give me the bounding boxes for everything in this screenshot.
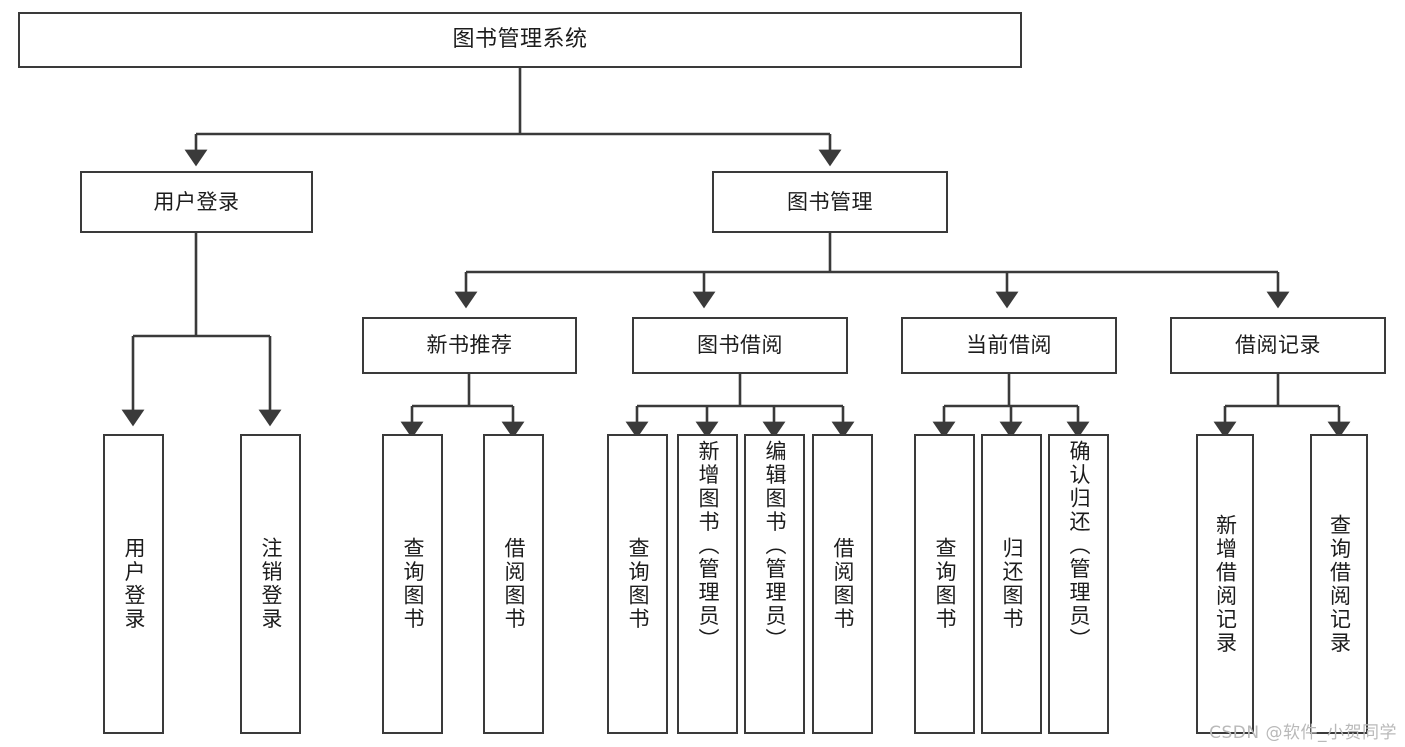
- leaf-edit-book[interactable]: 编辑图书（管理员）: [744, 434, 805, 734]
- leaf-confirm-return[interactable]: 确认归还（管理员）: [1048, 434, 1109, 734]
- node-label: 用户登录: [153, 189, 240, 214]
- node-book-management[interactable]: 图书管理: [712, 171, 948, 233]
- leaf-borrow-book[interactable]: 借阅图书: [812, 434, 873, 734]
- node-label: 图书管理系统: [452, 27, 588, 53]
- node-label: 新增图书（管理员）: [696, 440, 720, 652]
- node-borrow-record[interactable]: 借阅记录: [1170, 317, 1386, 374]
- node-label: 图书管理: [787, 189, 873, 214]
- node-new-book-recommend[interactable]: 新书推荐: [362, 317, 577, 374]
- leaf-user-login[interactable]: 用户登录: [103, 434, 164, 734]
- leaf-add-borrow-record[interactable]: 新增借阅记录: [1196, 434, 1254, 734]
- leaf-query-book-current[interactable]: 查询图书: [914, 434, 975, 734]
- node-label: 归还图书: [1000, 537, 1024, 631]
- leaf-query-book-recommend[interactable]: 查询图书: [382, 434, 443, 734]
- leaf-query-book-borrow[interactable]: 查询图书: [607, 434, 668, 734]
- node-label: 借阅记录: [1235, 333, 1321, 358]
- node-label: 新书推荐: [426, 333, 513, 358]
- node-book-borrow[interactable]: 图书借阅: [632, 317, 848, 374]
- node-label: 借阅图书: [502, 537, 526, 631]
- node-label: 确认归还（管理员）: [1067, 440, 1091, 652]
- node-root-system[interactable]: 图书管理系统: [18, 12, 1022, 68]
- leaf-query-borrow-record[interactable]: 查询借阅记录: [1310, 434, 1368, 734]
- leaf-return-book[interactable]: 归还图书: [981, 434, 1042, 734]
- node-label: 新增借阅记录: [1213, 513, 1238, 655]
- node-label: 编辑图书（管理员）: [763, 440, 787, 652]
- watermark-text: CSDN @软件_小贺同学: [1209, 723, 1397, 743]
- node-label: 注销登录: [259, 537, 283, 631]
- node-label: 查询图书: [933, 537, 957, 631]
- node-label: 查询图书: [626, 537, 650, 631]
- node-user-login[interactable]: 用户登录: [80, 171, 313, 233]
- node-label: 用户登录: [122, 537, 146, 631]
- leaf-borrow-book-recommend[interactable]: 借阅图书: [483, 434, 544, 734]
- node-label: 查询借阅记录: [1327, 513, 1352, 655]
- node-current-borrow[interactable]: 当前借阅: [901, 317, 1117, 374]
- leaf-logout-login[interactable]: 注销登录: [240, 434, 301, 734]
- leaf-add-book[interactable]: 新增图书（管理员）: [677, 434, 738, 734]
- node-label: 查询图书: [401, 537, 425, 631]
- node-label: 图书借阅: [697, 333, 783, 358]
- node-label: 借阅图书: [831, 537, 855, 631]
- node-label: 当前借阅: [966, 333, 1052, 358]
